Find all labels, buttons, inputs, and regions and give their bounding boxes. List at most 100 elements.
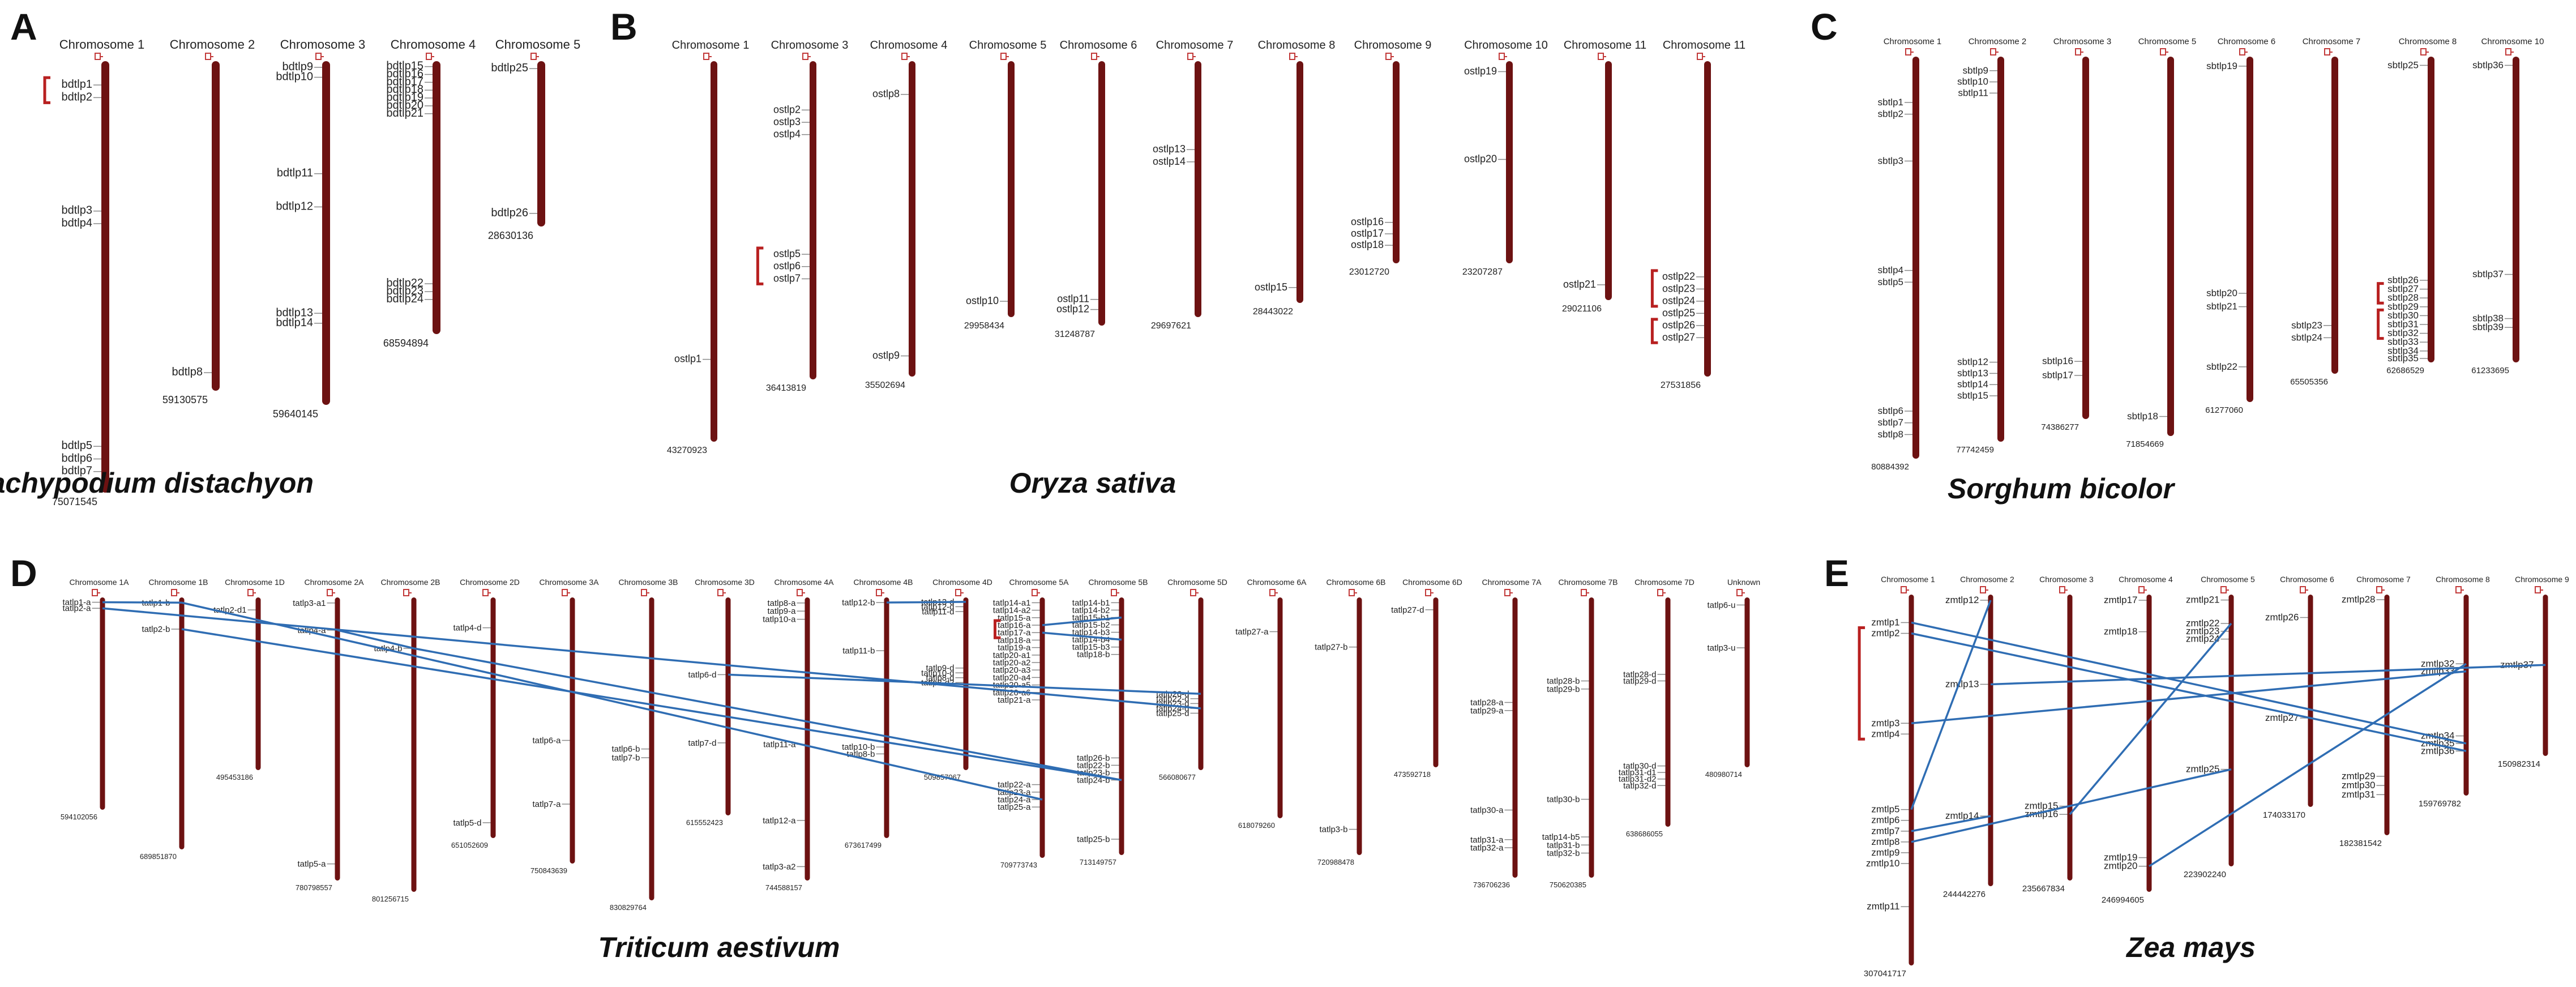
gene-label: zmtlp21 [2186,595,2220,605]
chromosome-length: 28443022 [1253,307,1293,317]
chromosome-group: Chromosome 1307041717zmtlp1zmtlp2zmtlp3z… [1858,575,1935,979]
gene-label: tatlp1-a [62,598,91,608]
gene-label: zmtlp23 [2186,626,2220,636]
chromosome-length: 244442276 [1943,890,1986,899]
gene-label: bdtlp2 [62,91,93,103]
chromosome-length: 673617499 [845,841,882,849]
gene-label: zmtlp19 [2104,852,2138,863]
chromosome-title: Chromosome 4 [391,37,476,52]
chromosome-title: Chromosome 7 [1156,39,1234,52]
chromosome-icon [171,589,177,596]
chromosome-length: 23012720 [1349,267,1389,277]
chromosome-icon [1980,586,1986,593]
chromosome-title: Chromosome 6A [1247,578,1307,587]
gene-label: zmtlp36 [2421,745,2455,756]
gene-label: tatlp30-a [1470,806,1504,815]
gene-label: ostlp22 [1662,271,1695,282]
gene-label: tatlp29-d [1623,676,1656,686]
duplication-link [181,601,1043,801]
chromosome-title: Chromosome 4A [774,578,834,587]
gene-label: bdtlp16 [386,67,423,80]
chromosome-bar [100,597,105,810]
gene-label: sbtlp17 [2042,370,2073,381]
chromosome-bar [1665,597,1671,827]
gene-label: sbtlp2 [1878,109,1903,119]
gene-label: zmtlp17 [2104,595,2138,605]
chromosome-icon [1190,589,1196,596]
chromosome-bar [2543,595,2548,756]
gene-label: tatlp27-b [1315,643,1347,652]
chromosome-group: Chromosome 7B750620385tatlp28-btatlp29-b… [1542,578,1618,889]
chromosome-title: Chromosome 1B [148,578,208,587]
chromosome-title: Chromosome 2D [460,578,520,587]
gene-label: ostlp21 [1563,279,1596,290]
chromosome-group: Chromosome 7182381542zmtlp28zmtlp29zmtlp… [2339,575,2411,848]
chromosome-group: Chromosome 468594894bdtlp15bdtlp16bdtlp1… [383,37,476,349]
gene-label: tatlp15-b2 [1072,621,1110,630]
gene-label: zmtlp10 [1866,858,1900,869]
gene-label: tatlp6-d [688,670,716,680]
gene-label: ostlp16 [1351,216,1384,228]
chromosome-length: 235667834 [2022,884,2065,894]
gene-label: ostlp8 [872,88,900,100]
gene-label: tatlp15-a [998,613,1031,623]
gene-label: tatlp24-a [998,795,1031,805]
chromosome-title: Chromosome 5 [969,39,1047,52]
chromosome-icon [2505,48,2511,55]
gene-label: tatlp14-b2 [1072,605,1110,615]
duplication-link [1042,631,1122,641]
panel-letter: C [1811,6,1838,48]
chromosome-length: 780798557 [296,883,332,892]
chromosome-bar [2246,57,2253,402]
chromosome-length: 744588157 [765,883,802,892]
chromosome-icon [247,589,254,596]
gene-label: tatlp20-a1 [993,651,1031,660]
chromosome-icon [901,53,908,60]
gene-label: sbtlp21 [2206,301,2237,312]
gene-label: tatlp30-d [1623,762,1656,771]
gene-label: bdtlp1 [62,78,93,91]
chromosome-bar [1912,57,1919,459]
gene-label: zmtlp31 [2342,789,2376,800]
chromosome-bar [1098,61,1105,326]
gene-label: sbtlp12 [1957,357,1988,368]
chromosome-length: 480980714 [1705,770,1742,779]
chromosome-title: Chromosome 1A [69,578,129,587]
gene-label: tatlp21-a [998,695,1031,705]
chromosome-title: Chromosome 1 [1881,575,1935,584]
chromosome-group: Chromosome 175071545bdtlp1bdtlp2bdtlp3bd… [43,37,144,507]
gene-label: tatlp20-a2 [993,658,1031,668]
gene-label: tatlp7-b [611,753,640,763]
gene-label: sbtlp26 [2387,275,2419,285]
panel-letter: E [1824,552,1849,594]
tandem-bracket [2377,282,2384,305]
gene-label: bdtlp15 [386,60,423,72]
chromosome-length: 68594894 [383,337,429,349]
gene-label: tatlp3-b [1319,825,1347,835]
gene-label: sbtlp11 [1958,87,1988,98]
species-name: Oryza sativa [1009,467,1176,499]
gene-label: ostlp11 [1057,293,1089,305]
gene-label: tatlp25-d [1156,709,1189,719]
chromosome-bar [2463,595,2469,796]
chromosome-bar [884,597,889,838]
duplication-link [413,647,1122,781]
tandem-bracket [1650,318,1658,344]
chromosome-length: 618079260 [1238,821,1275,830]
gene-label: ostlp1 [674,353,701,365]
chromosome-bar [1357,597,1362,855]
gene-label: tatlp32-b [1547,849,1580,858]
gene-label: ostlp13 [1153,143,1186,155]
gene-label: tatlp14-b3 [1072,628,1110,638]
gene-label: sbtlp33 [2387,336,2419,347]
gene-label: tatlp7-d [688,738,716,748]
gene-label: tatlp25-a [998,802,1031,812]
chromosome-icon [1581,589,1587,596]
gene-label: ostlp19 [1464,65,1497,76]
gene-label: ostlp7 [773,272,801,284]
